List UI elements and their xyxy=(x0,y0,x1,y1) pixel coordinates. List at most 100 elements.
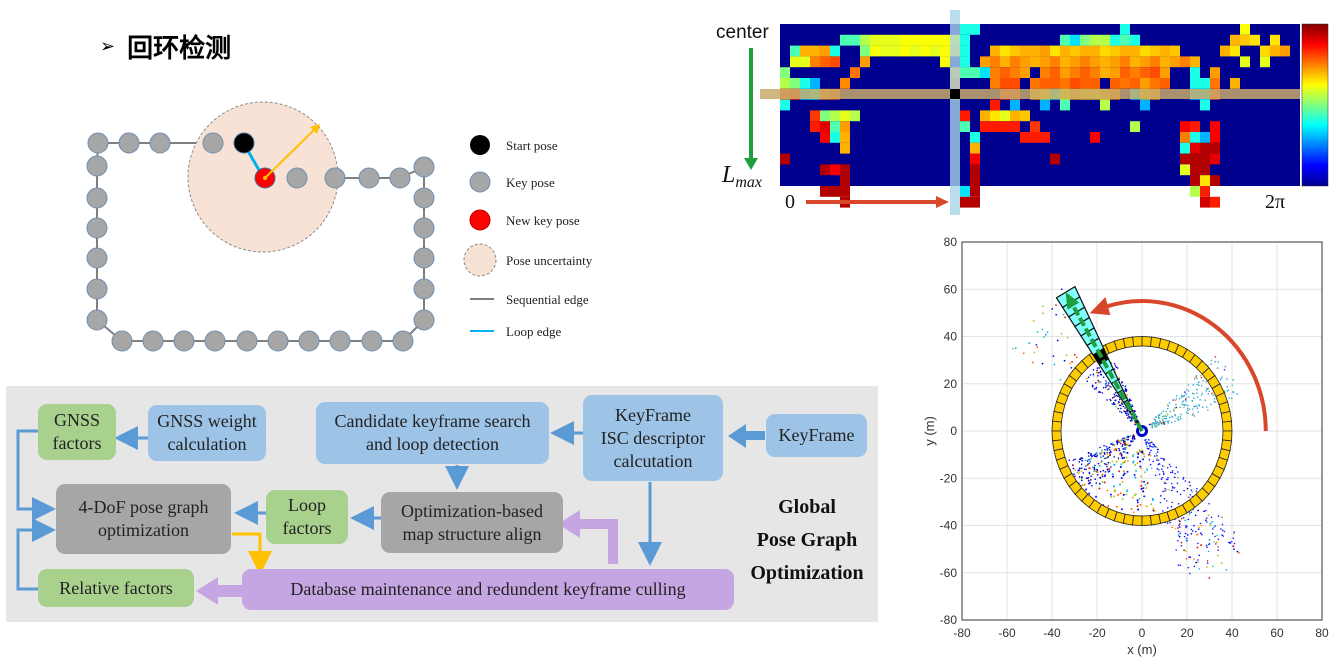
scan-point xyxy=(1184,519,1187,522)
scan-point xyxy=(1209,524,1212,527)
scan-point xyxy=(1084,464,1087,467)
matrix-cell xyxy=(1030,45,1040,57)
scan-point xyxy=(1113,489,1116,492)
scan-point xyxy=(1099,391,1102,393)
matrix-cell xyxy=(1070,78,1080,89)
scan-point xyxy=(1098,367,1101,369)
scan-point xyxy=(1163,481,1166,483)
scan-point xyxy=(1158,473,1161,476)
matrix-cell xyxy=(820,132,830,143)
scan-point xyxy=(1175,406,1178,409)
scan-point xyxy=(1155,453,1157,455)
matrix-cell xyxy=(1170,56,1180,68)
scan-point xyxy=(1221,534,1223,536)
ring-segment xyxy=(1122,513,1134,526)
matrix-cell xyxy=(970,164,980,176)
key-pose-node xyxy=(358,167,380,189)
matrix-cell xyxy=(960,110,970,122)
scan-point xyxy=(1207,393,1210,395)
scan-point xyxy=(1133,494,1136,497)
scan-point xyxy=(1183,549,1185,552)
scan-point xyxy=(1098,391,1100,394)
scan-point xyxy=(1195,405,1198,407)
scan-point xyxy=(1162,415,1165,418)
ring-segment xyxy=(1052,410,1064,423)
scan-point xyxy=(1207,514,1210,517)
scan-point xyxy=(1083,483,1086,486)
scan-point xyxy=(1156,446,1158,449)
scan-point xyxy=(1164,482,1167,485)
scan-point xyxy=(1195,375,1198,377)
scan-point xyxy=(1212,528,1214,530)
scan-point xyxy=(1179,406,1182,409)
matrix-cell xyxy=(1000,45,1010,57)
scan-point xyxy=(1155,459,1158,461)
scan-point xyxy=(1139,460,1142,463)
scan-point xyxy=(1177,530,1180,533)
scan-point xyxy=(1128,445,1130,447)
scan-point xyxy=(1088,472,1091,475)
scan-point xyxy=(1193,378,1196,380)
scan-point xyxy=(1099,476,1102,479)
scan-point xyxy=(1185,539,1188,541)
scan-point xyxy=(1124,412,1127,415)
arrow-gnss-to-pose-graph xyxy=(16,429,56,521)
scan-point xyxy=(1205,509,1207,512)
scan-point xyxy=(1125,446,1128,449)
scan-point xyxy=(1088,467,1091,470)
scan-point xyxy=(1177,527,1179,529)
scan-point xyxy=(1115,405,1117,408)
loop-factors-box: Loop factors xyxy=(266,490,348,544)
scan-point xyxy=(1096,369,1098,372)
scan-point xyxy=(1156,467,1158,470)
matrix-cell xyxy=(1030,56,1040,68)
scan-point xyxy=(1138,449,1141,452)
scan-point xyxy=(1165,417,1168,420)
scan-point xyxy=(1179,493,1182,496)
scan-point xyxy=(1233,531,1236,533)
scan-point xyxy=(1214,401,1217,403)
scan-point xyxy=(1211,520,1214,523)
matrix-cell xyxy=(880,45,890,57)
scan-point xyxy=(1177,564,1180,566)
scan-point xyxy=(1056,339,1059,342)
scan-point xyxy=(1213,526,1215,528)
scan-point xyxy=(1100,373,1103,376)
scan-point xyxy=(1109,462,1112,464)
scan-point xyxy=(1169,465,1172,468)
scan-point xyxy=(1119,453,1122,456)
scan-point xyxy=(1183,535,1186,538)
scan-point xyxy=(1109,453,1112,456)
scan-point xyxy=(1124,407,1126,409)
matrix-cell xyxy=(1050,67,1060,78)
legend-loop-edge-label: Loop edge xyxy=(506,324,561,339)
colorbar xyxy=(1301,23,1329,187)
scan-point xyxy=(1168,488,1170,491)
scan-point xyxy=(1213,400,1216,403)
scan-point xyxy=(1156,451,1159,453)
matrix-cell xyxy=(920,34,930,46)
scan-point xyxy=(1041,328,1044,331)
matrix-cell xyxy=(1140,56,1150,68)
scan-point xyxy=(1148,439,1150,441)
scan-point xyxy=(1162,421,1165,424)
scan-point xyxy=(1221,523,1224,526)
matrix-cell xyxy=(850,110,860,122)
matrix-cell xyxy=(1070,67,1080,78)
key-pose-node xyxy=(389,167,411,189)
matrix-cell xyxy=(1240,56,1250,68)
matrix-cell xyxy=(1090,45,1100,57)
scan-point xyxy=(1162,417,1164,420)
scan-point xyxy=(1196,407,1199,409)
scan-point xyxy=(1174,527,1177,530)
ring-segment xyxy=(1141,515,1152,526)
scan-point xyxy=(1202,380,1204,382)
scan-point xyxy=(1185,537,1188,540)
scan-point xyxy=(1094,478,1097,481)
key-pose-node xyxy=(413,247,435,269)
matrix-cell xyxy=(1090,34,1100,46)
matrix-cell xyxy=(960,121,970,132)
legend: Start pose Key pose New key pose Pose un… xyxy=(463,135,593,339)
matrix-cell xyxy=(1090,67,1100,78)
scan-point xyxy=(1109,398,1111,401)
